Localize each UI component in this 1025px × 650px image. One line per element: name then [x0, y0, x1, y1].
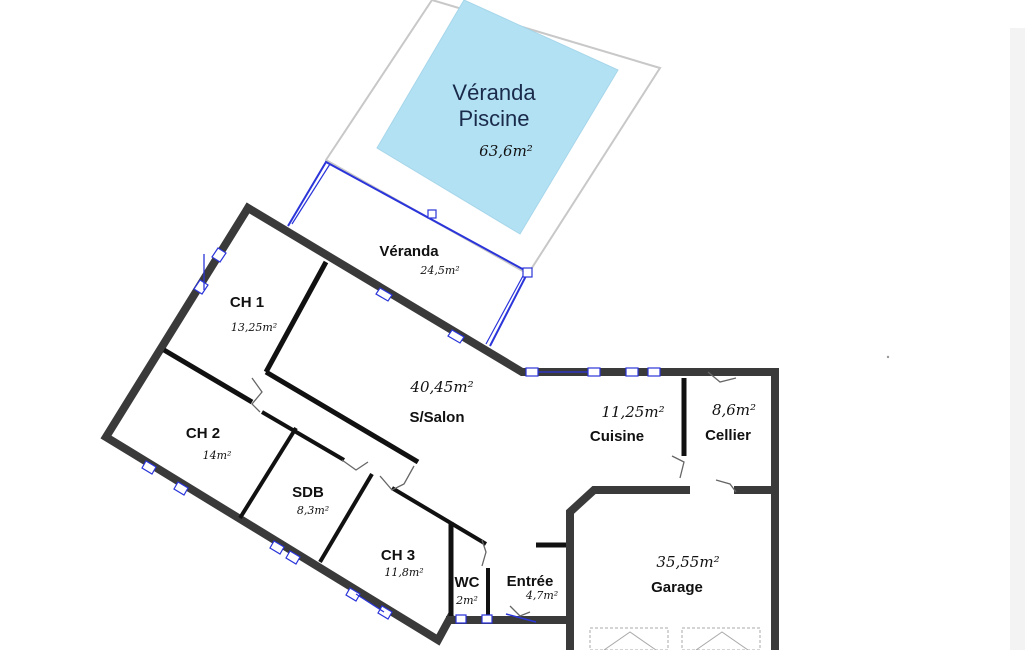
- pool-label-line2: Piscine: [459, 106, 530, 131]
- pool: [376, 0, 619, 235]
- garage-door-marks: [589, 627, 761, 650]
- stray-dot: [886, 355, 890, 359]
- veranda-label: Véranda: [379, 243, 439, 260]
- cuisine-label: Cuisine: [590, 428, 644, 445]
- page-edge-shadow: [1010, 28, 1025, 650]
- windows: [141, 247, 661, 620]
- ch2-label: CH 2: [186, 425, 220, 442]
- interior-walls: [162, 260, 776, 650]
- salon-area: 40,45m²: [409, 378, 473, 396]
- garage-area: 35,55m²: [656, 553, 719, 571]
- sdb-area: 8,3m²: [297, 504, 329, 517]
- wc-area: 2m²: [455, 594, 478, 607]
- sdb-label: SDB: [292, 484, 324, 501]
- veranda-glass-walls: [287, 160, 533, 347]
- pool-label-line1: Véranda: [452, 80, 536, 105]
- ch1-area: 13,25m²: [231, 321, 277, 334]
- garage-label: Garage: [651, 579, 703, 596]
- top-margin: [0, 0, 1025, 10]
- ch2-area: 14m²: [203, 449, 232, 462]
- cellier-label: Cellier: [705, 427, 751, 444]
- pool-area: 63,6m²: [479, 142, 533, 160]
- ch3-area: 11,8m²: [384, 566, 423, 579]
- entree-area: 4,7m²: [525, 589, 558, 602]
- cuisine-area: 11,25m²: [601, 403, 664, 421]
- cellier-area: 8,6m²: [712, 401, 756, 419]
- entree-label: Entrée: [507, 573, 554, 590]
- ch3-label: CH 3: [381, 547, 415, 564]
- doors: [251, 371, 737, 624]
- wc-label: WC: [455, 574, 480, 591]
- salon-label: S/Salon: [409, 409, 464, 426]
- veranda-area: 24,5m²: [419, 264, 459, 277]
- ch1-label: CH 1: [230, 294, 264, 311]
